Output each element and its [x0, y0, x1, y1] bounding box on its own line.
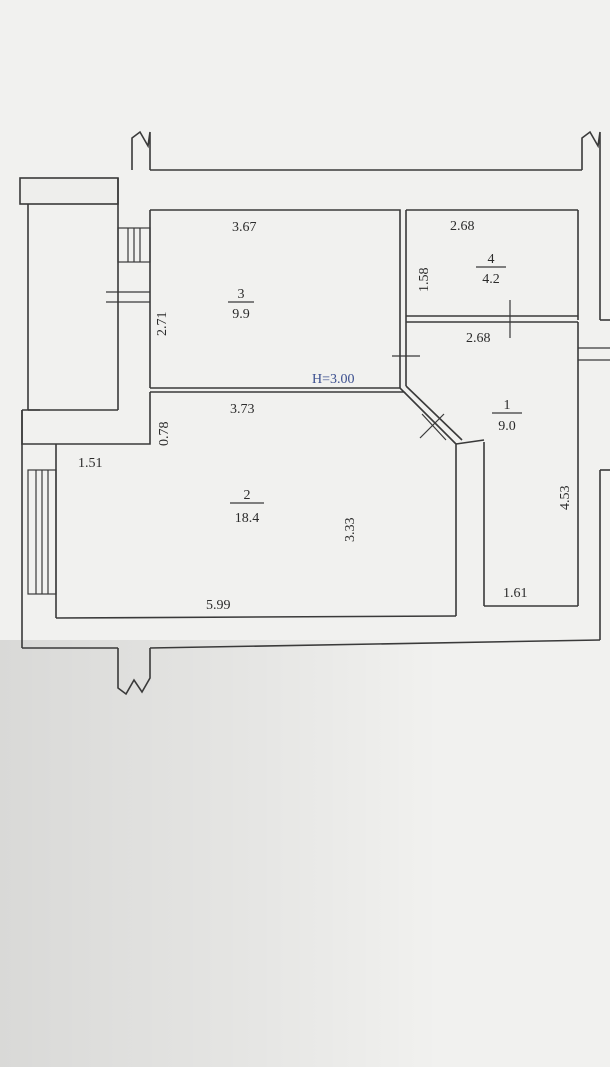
- balcony-structure: [19, 177, 151, 411]
- dim-room3-top: 3.67: [232, 220, 257, 235]
- dim-room1-bottom: 1.61: [503, 586, 528, 601]
- room-area: 9.0: [498, 419, 516, 434]
- room-label-2: 2 18.4: [230, 488, 264, 526]
- dim-room2-bottom: 5.99: [206, 598, 231, 613]
- ceiling-height-label: H=3.00: [312, 372, 355, 387]
- room-area: 9.9: [232, 307, 250, 322]
- dim-room4-bottom: 2.68: [466, 331, 491, 346]
- dim-wall-gap: 0.78: [157, 422, 172, 447]
- dim-room2-side: 3.33: [343, 518, 358, 543]
- paper-shadow: [0, 640, 440, 1067]
- dim-room3-side: 2.71: [155, 312, 170, 337]
- dim-balcony-width: 1.51: [78, 456, 103, 471]
- room-area: 4.2: [482, 272, 500, 287]
- room-label-1: 1 9.0: [492, 398, 522, 434]
- room-number: 2: [244, 488, 251, 503]
- dim-room4-side: 1.58: [417, 268, 432, 293]
- room-area: 18.4: [235, 511, 260, 526]
- room-number: 1: [504, 398, 511, 413]
- room-label-3: 3 9.9: [228, 287, 254, 322]
- dim-room4-top: 2.68: [450, 219, 475, 234]
- interior-walls: [21, 209, 610, 619]
- dim-room3-bottom: 3.73: [230, 402, 255, 417]
- dim-room1-side: 4.53: [558, 486, 573, 511]
- room-number: 4: [488, 252, 495, 267]
- window-room2: [27, 469, 57, 595]
- dimension-labels: 3.67 2.68 2.68 3.73 1.51 5.99 1.61 2.71 …: [78, 219, 573, 613]
- outer-walls: [21, 130, 610, 696]
- room-label-4: 4 4.2: [476, 252, 506, 287]
- room-number: 3: [238, 287, 245, 302]
- window-room3: [117, 227, 151, 263]
